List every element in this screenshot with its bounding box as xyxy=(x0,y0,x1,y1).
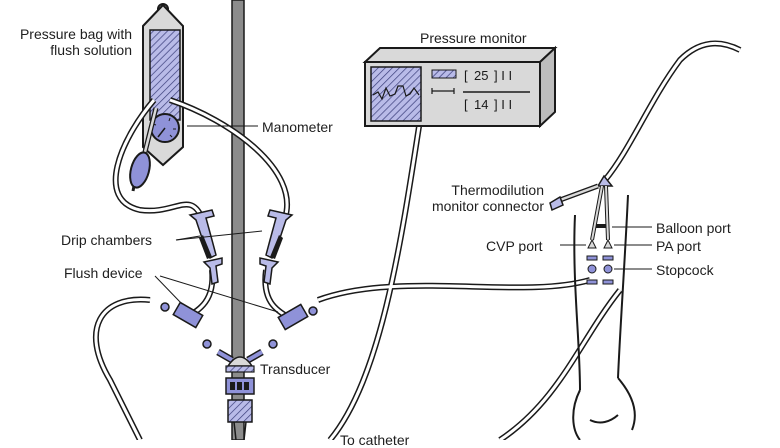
label-pressure-bag: Pressure bag with flush solution xyxy=(0,26,132,58)
label-to-catheter: To catheter xyxy=(340,432,410,448)
leader-lines xyxy=(154,125,652,313)
monitor-reading-bottom: 14 xyxy=(474,97,488,112)
transducer xyxy=(216,348,264,441)
catheter-hub xyxy=(549,174,614,241)
inflation-bulb xyxy=(129,107,159,192)
drip-chamber-left xyxy=(188,209,223,286)
iv-pole xyxy=(231,0,245,441)
label-drip-chambers: Drip chambers xyxy=(61,232,153,248)
label-flush-device: Flush device xyxy=(64,265,143,281)
flush-device-right xyxy=(268,303,318,349)
monitor-reading-top-bracket-right: ] I I xyxy=(494,68,512,83)
waveform-trace xyxy=(372,85,420,101)
thermodilution-connector-plug xyxy=(549,195,564,212)
monitor-reading-bottom-bracket-left: [ xyxy=(464,97,468,112)
label-stopcock: Stopcock xyxy=(656,262,714,278)
label-pressure-bag-line2: flush solution xyxy=(50,42,132,58)
pressure-monitor-device: [ 25 ] I I [ 14 ] I I xyxy=(362,45,558,129)
label-pressure-monitor: Pressure monitor xyxy=(420,30,527,46)
label-balloon-port: Balloon port xyxy=(656,220,731,236)
label-transducer: Transducer xyxy=(260,361,331,377)
stopcock-pa xyxy=(602,238,614,285)
stopcock-cvp xyxy=(586,238,598,285)
monitor-reading-top: 25 xyxy=(474,68,488,83)
label-cvp-port: CVP port xyxy=(486,238,543,254)
label-thermodilution-line1: Thermodilution xyxy=(451,182,544,198)
flush-device-left xyxy=(160,301,212,349)
monitor-reading-top-bracket-left: [ xyxy=(464,68,468,83)
label-thermodilution: Thermodilution monitor connector xyxy=(400,182,544,214)
label-pa-port: PA port xyxy=(656,238,701,254)
monitor-reading-bottom-bracket-right: ] I I xyxy=(494,97,512,112)
label-pressure-bag-line1: Pressure bag with xyxy=(19,26,132,42)
label-thermodilution-line2: monitor connector xyxy=(431,198,544,214)
drip-chamber-right xyxy=(259,209,294,286)
patient-arm xyxy=(572,194,636,441)
label-manometer: Manometer xyxy=(262,119,333,135)
tubing xyxy=(92,40,742,443)
